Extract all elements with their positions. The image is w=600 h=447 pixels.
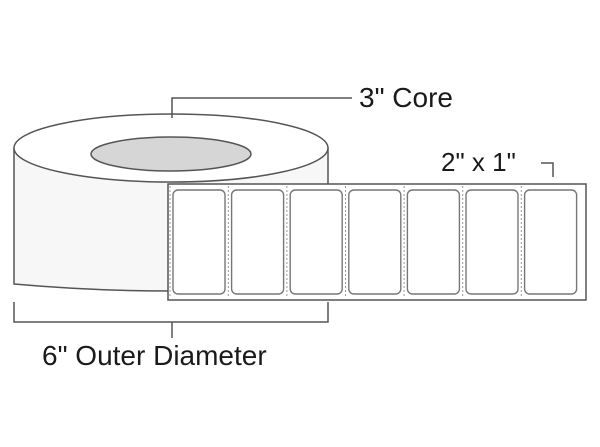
core-callout-text: 3" Core (359, 82, 453, 113)
label-2 (230, 189, 285, 295)
outer-diameter-callout-text: 6" Outer Diameter (42, 340, 267, 371)
label-size-leader-line (541, 162, 554, 177)
label-5 (406, 189, 461, 295)
label-3 (289, 189, 343, 295)
core-leader-line (171, 97, 352, 118)
label-6 (465, 189, 519, 295)
core-callout: 3" Core (171, 82, 453, 118)
label-size-callout: 2" x 1" (441, 147, 554, 177)
outer-diameter-bracket (13, 302, 329, 323)
labels-group (169, 186, 578, 298)
core-hole (90, 136, 252, 172)
label-size-callout-text: 2" x 1" (441, 147, 516, 177)
label-1 (172, 189, 226, 295)
label-strip (167, 183, 587, 301)
outer-diameter-callout: 6" Outer Diameter (13, 302, 329, 371)
label-4 (348, 189, 402, 295)
label-7 (523, 189, 578, 295)
